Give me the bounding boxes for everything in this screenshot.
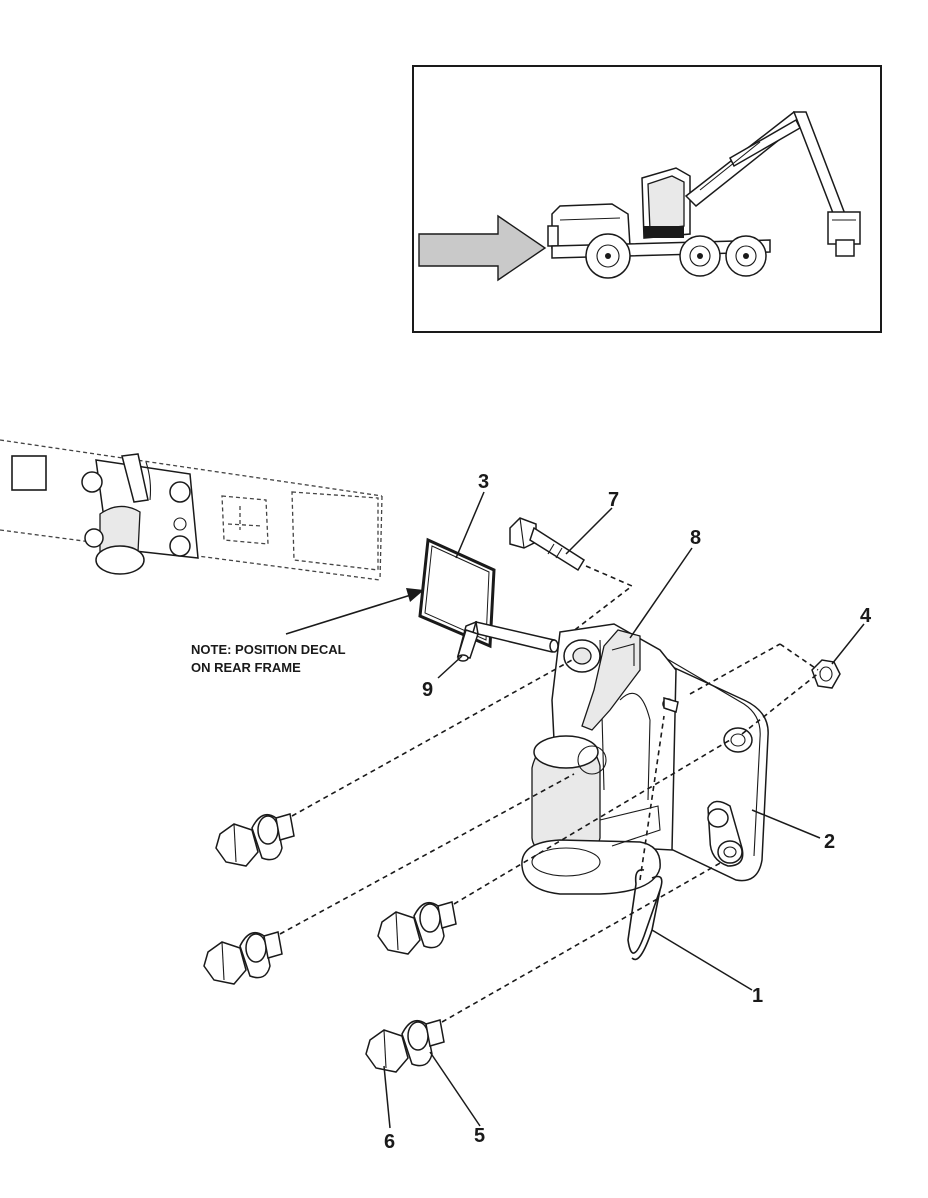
hex-bolt-3: [377, 901, 457, 955]
callout-7: 7: [608, 489, 619, 511]
note-arrowhead: [406, 588, 424, 602]
hex-nut-part-4: [811, 659, 841, 689]
decal-position-square: [11, 455, 47, 491]
callout-6: 6: [384, 1131, 395, 1153]
note-line-1: NOTE: POSITION DECAL: [191, 642, 346, 657]
callout-1: 1: [752, 985, 763, 1007]
rear-frame-outline: [0, 439, 383, 581]
hex-bolt-4-part-6: [365, 1019, 445, 1073]
leader-lines: [383, 491, 865, 1129]
forestry-machine-icon: [547, 111, 861, 279]
location-arrow-icon: [418, 214, 547, 282]
callout-3: 3: [478, 471, 489, 493]
tow-hitch-coupling: [521, 623, 769, 895]
mounted-coupling-thumbnail: [81, 453, 199, 575]
callout-2: 2: [824, 831, 835, 853]
callout-4: 4: [860, 605, 872, 627]
callout-5: 5: [474, 1125, 485, 1147]
callout-9: 9: [422, 679, 433, 701]
hitch-pin-part-9: [456, 620, 559, 662]
assembly-lines: [279, 565, 821, 1023]
hex-bolt-1: [215, 813, 295, 867]
long-bolt-part-7: [509, 517, 586, 572]
note-arrow-line: [285, 593, 415, 635]
note-line-2: ON REAR FRAME: [191, 660, 301, 675]
hex-bolt-2: [203, 931, 283, 985]
callout-8: 8: [690, 527, 701, 549]
machine-location-inset: [412, 65, 882, 333]
coupling-jaw-part-8: [581, 629, 641, 731]
